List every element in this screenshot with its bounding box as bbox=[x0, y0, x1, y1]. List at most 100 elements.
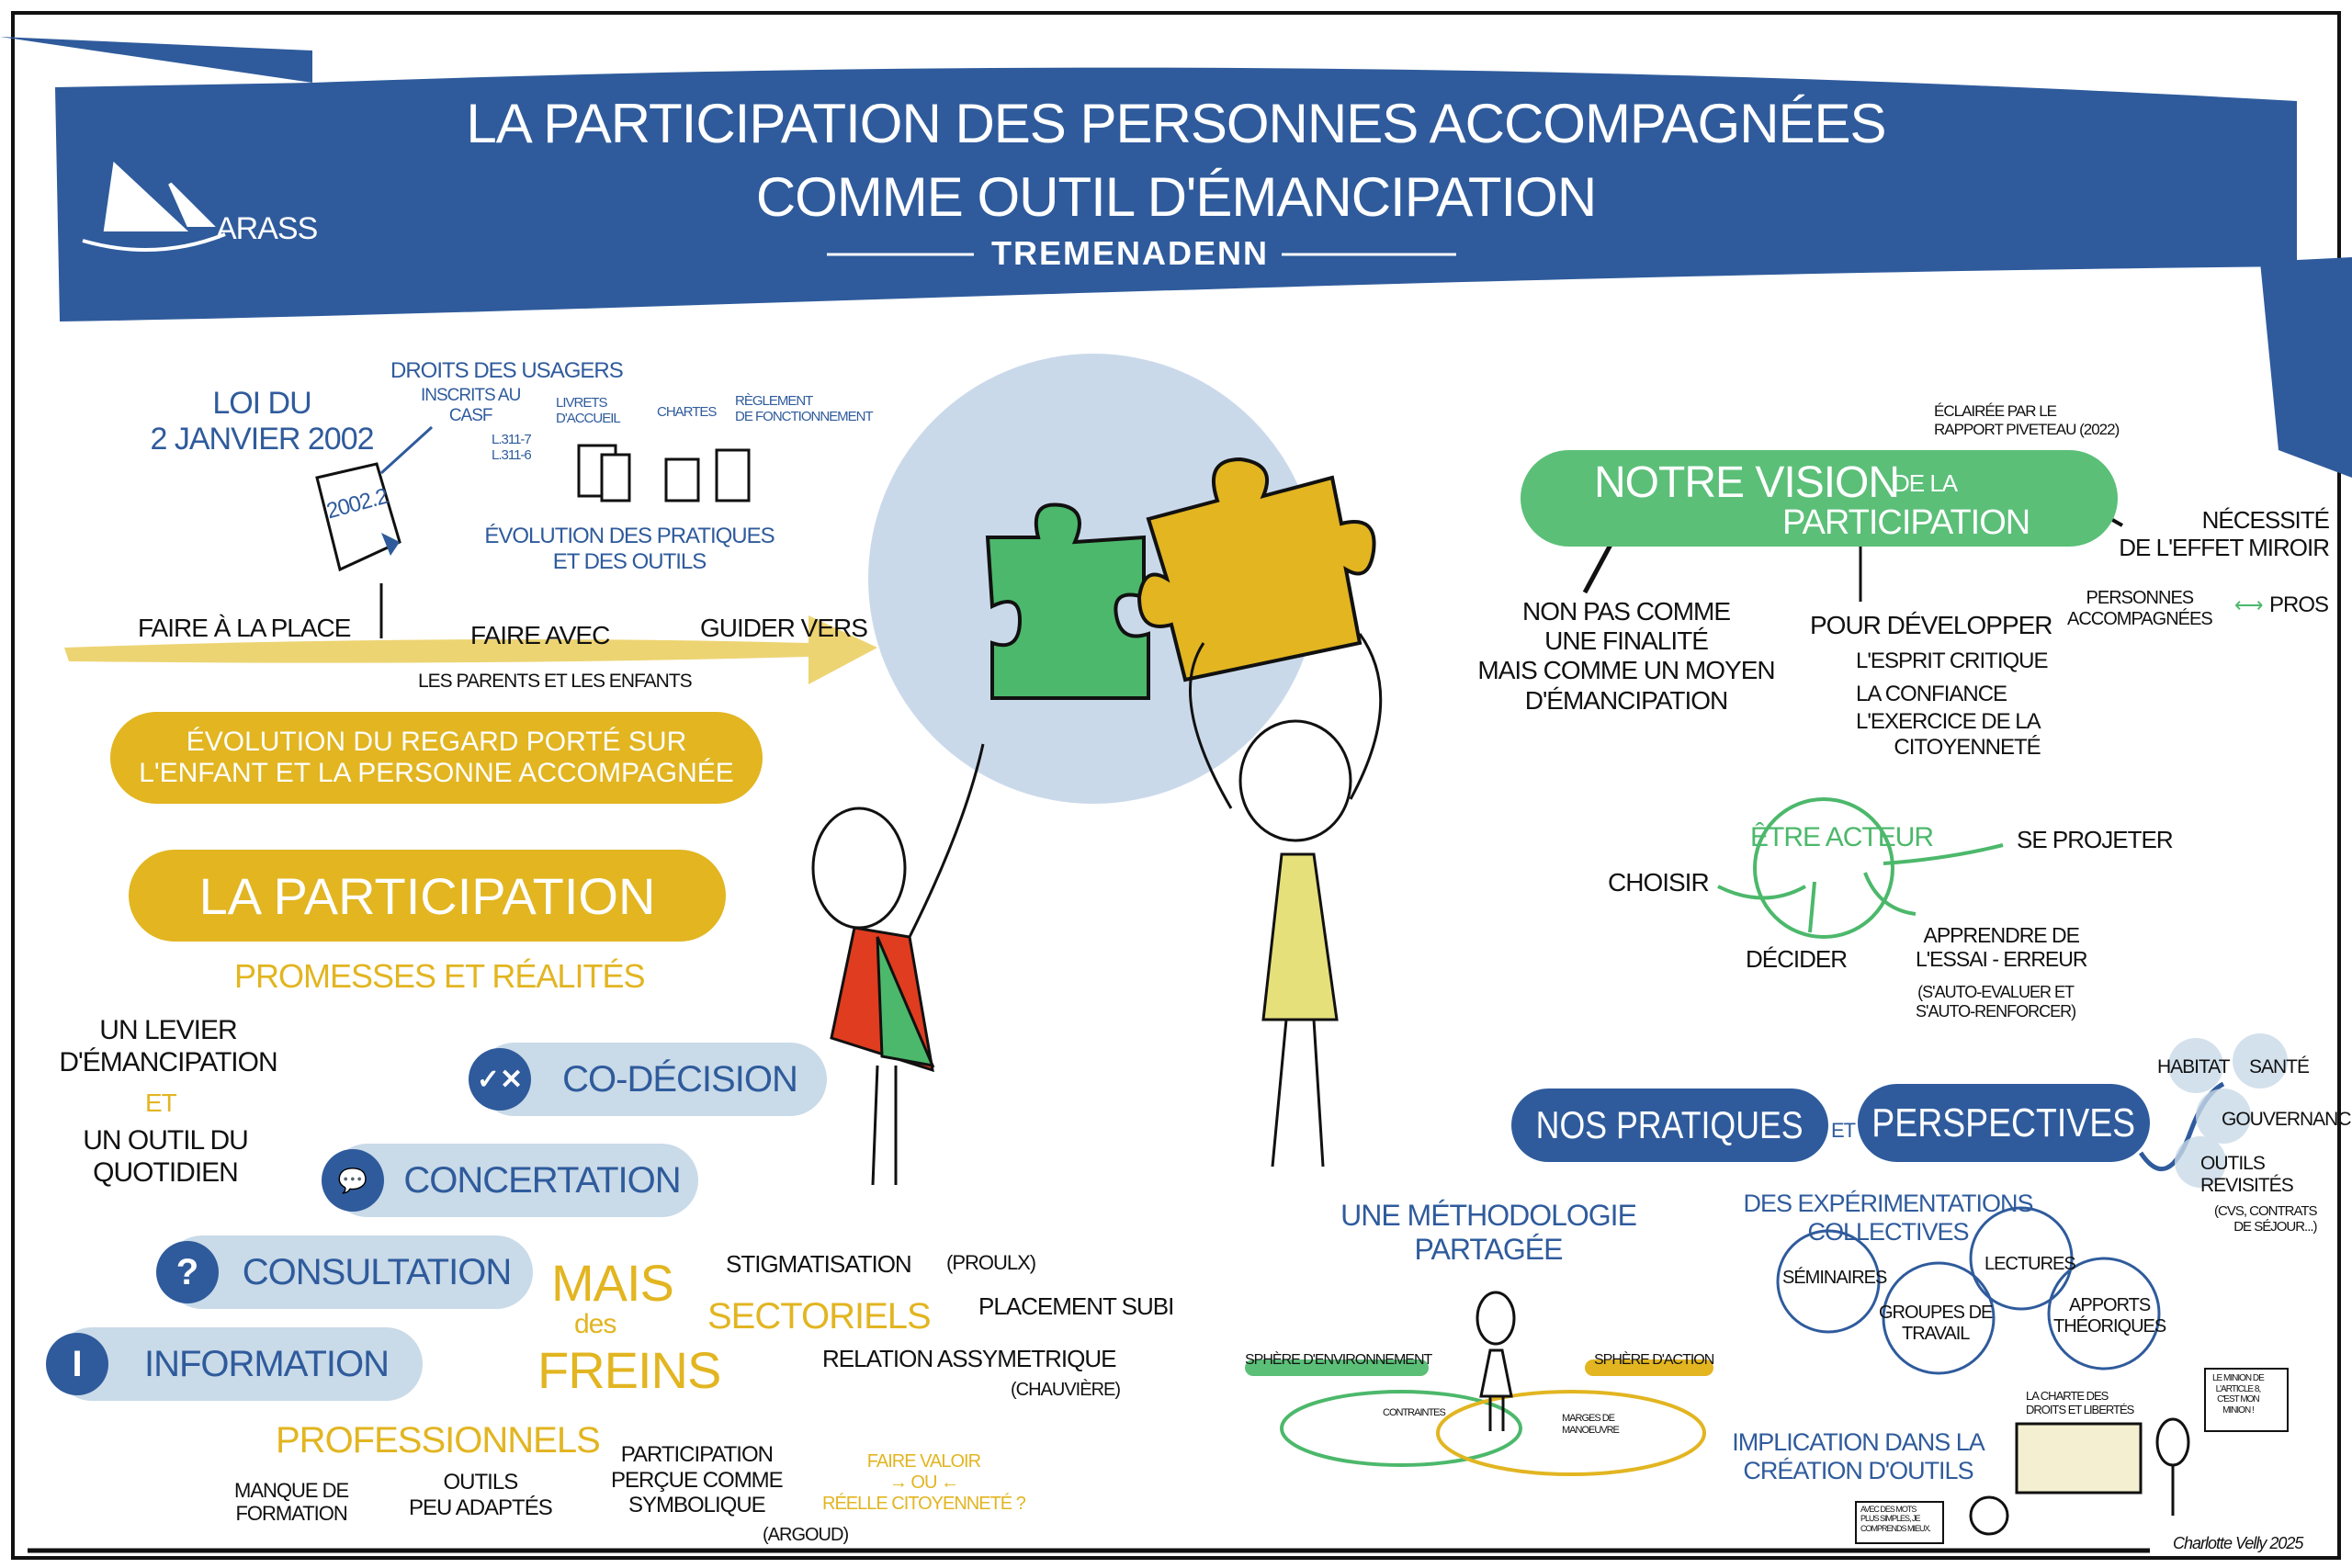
speech-bubble-1 bbox=[1855, 1501, 1944, 1544]
chartes-label: Chartes bbox=[657, 404, 717, 420]
sectoriels-label: Sectoriels bbox=[707, 1296, 932, 1337]
sphere-environment-ellipse bbox=[1280, 1390, 1522, 1467]
pratiques-et: et bbox=[1831, 1119, 1856, 1142]
rights-sub: inscrits au CASF bbox=[421, 386, 521, 425]
sect-proulx: (Proulx) bbox=[946, 1251, 1036, 1274]
marges-label: Marges de manoeuvre bbox=[1562, 1413, 1620, 1436]
title-banner bbox=[0, 37, 2297, 321]
contraintes-label: Contraintes bbox=[1383, 1407, 1446, 1418]
experimentations-label: Des expérimentations collectives bbox=[1743, 1190, 2033, 1247]
acteur-decider: Décider bbox=[1746, 945, 1848, 973]
articles: L.311-7 L.311-6 bbox=[492, 432, 532, 464]
step-concertation: Concertation bbox=[331, 1144, 698, 1217]
timeline-step-3: Guider vers bbox=[700, 614, 868, 642]
pour-item-2: la confiance bbox=[1856, 682, 2007, 706]
bubble-1-text: Avec des mots plus simples, je comprends… bbox=[1860, 1505, 1931, 1533]
step-consultation: Consultation bbox=[165, 1235, 533, 1309]
perspectives-pill: Perspectives bbox=[1858, 1084, 2150, 1162]
methodologie-label: Une méthodologie partagée bbox=[1340, 1199, 1637, 1266]
logo-text: ARASS bbox=[216, 211, 318, 246]
exp-lectures: Lectures bbox=[1984, 1254, 2076, 1274]
timeline-arrow bbox=[64, 615, 877, 684]
question-citoyennete: Faire valoir → ou ← réelle citoyenneté ? bbox=[822, 1451, 1026, 1514]
green-puzzle-piece-icon bbox=[985, 502, 1150, 700]
acteur-apprendre: Apprendre de l'essai - erreur bbox=[1916, 923, 2087, 972]
yellow-puzzle-piece-icon bbox=[1136, 457, 1376, 682]
subtitle: Tremenadenn bbox=[990, 234, 1269, 272]
evolution-label: Évolution des pratiques et des outils bbox=[484, 524, 775, 574]
pros-label: Pros bbox=[2269, 592, 2329, 617]
exp-groupes: Groupes de travail bbox=[1879, 1303, 1993, 1344]
charte-poster bbox=[2015, 1422, 2143, 1495]
domain-cvs: (CVS, contrats de séjour...) bbox=[2214, 1203, 2318, 1235]
domain-bubbles bbox=[2168, 1033, 2288, 1188]
reglement-label: Règlement de fonctionnement bbox=[735, 393, 874, 425]
et-label: et bbox=[145, 1089, 177, 1117]
info-icon: i bbox=[46, 1333, 108, 1395]
non-finalite: Non pas comme une finalité mais comme un… bbox=[1477, 597, 1775, 715]
outil-label: un outil du quotidien bbox=[83, 1125, 249, 1188]
timeline-step-2: Faire avec bbox=[470, 621, 610, 649]
signature: Charlotte Velly 2025 bbox=[2173, 1534, 2303, 1552]
prof-outils: Outils peu adaptés bbox=[409, 1470, 553, 1520]
girl-figure bbox=[811, 743, 985, 1186]
domain-habitat: Habitat bbox=[2157, 1056, 2231, 1077]
professionnels-label: Professionnels bbox=[276, 1420, 601, 1461]
sphere-action-highlight bbox=[1585, 1359, 1713, 1376]
booklets-icon bbox=[577, 444, 751, 502]
etre-acteur: Être acteur bbox=[1750, 822, 1934, 852]
sect-relation: Relation assymetrique bbox=[822, 1345, 1116, 1372]
step-co-decision-label: Co-décision bbox=[562, 1058, 798, 1100]
banner-tail bbox=[2260, 257, 2352, 478]
eclairee-label: Éclairée par le rapport Piveteau (2022) bbox=[1934, 402, 2120, 438]
step-information: Information bbox=[55, 1327, 423, 1401]
acteur-projeter: Se projeter bbox=[2017, 826, 2174, 853]
vision-title2: participation bbox=[1782, 503, 2030, 542]
exp-seminaires: Séminaires bbox=[1782, 1268, 1887, 1288]
double-arrow-icon: ⟷ bbox=[2234, 593, 2264, 616]
rights-label: Droits des usagers bbox=[390, 358, 624, 383]
regard-pill: Évolution du regard porté sur l'enfant e… bbox=[110, 712, 763, 804]
sphere-action-label: Sphère d'action bbox=[1594, 1352, 1714, 1368]
prof-formation: Manque de formation bbox=[234, 1479, 349, 1526]
law-document-icon bbox=[315, 462, 401, 572]
sphere-action-ellipse bbox=[1436, 1390, 1706, 1476]
step-concertation-label: Concertation bbox=[403, 1159, 681, 1201]
perspectives-title: Perspectives bbox=[1871, 1100, 2136, 1145]
sphere-env-highlight bbox=[1245, 1359, 1429, 1376]
domain-sante: Santé bbox=[2249, 1056, 2310, 1077]
levier-label: Un levier d'émancipation bbox=[59, 1015, 277, 1077]
domain-gouvernance: Gouvernance bbox=[2222, 1109, 2352, 1130]
frame bbox=[11, 11, 2341, 1560]
vision-pill bbox=[1521, 450, 2118, 547]
personnes-accompagnees: Personnes accompagnées bbox=[2067, 588, 2213, 629]
freins-mais: Mais bbox=[551, 1254, 674, 1312]
person-figure bbox=[1476, 1291, 1516, 1431]
effet-miroir: Nécessité de l'effet miroir bbox=[2119, 506, 2330, 561]
acteur-auto: (s'auto-evaluer et s'auto-renforcer) bbox=[1916, 983, 2076, 1021]
participation-title: La participation bbox=[129, 850, 726, 942]
domain-outils: Outils revisités bbox=[2200, 1153, 2294, 1197]
question-icon: ? bbox=[156, 1241, 219, 1303]
step-co-decision: Co-décision bbox=[478, 1043, 827, 1116]
pour-developper: Pour développer bbox=[1810, 611, 2053, 639]
bubble-2-text: Le minion de l'article 8, c'est mon mini… bbox=[2212, 1373, 2265, 1416]
vision-title-small: de la bbox=[1893, 469, 1958, 497]
pour-item-3: l'exercice de la citoyenneté bbox=[1856, 709, 2041, 760]
law-label: Loi du 2 janvier 2002 bbox=[150, 386, 374, 457]
acteur-choisir: Choisir bbox=[1608, 868, 1710, 897]
timeline-note: les parents et les enfants bbox=[418, 671, 693, 692]
experimentation-circles bbox=[1776, 1206, 2161, 1375]
pour-item-1: l'esprit critique bbox=[1856, 649, 2049, 673]
charte-label: La charte des droits et libertés bbox=[2026, 1389, 2134, 1416]
vision-title: Notre vision bbox=[1594, 458, 1900, 507]
main-title-line1: La participation des personnes accompagn… bbox=[466, 93, 1886, 154]
freins-title: Freins bbox=[537, 1341, 721, 1399]
sect-placement: Placement subi bbox=[978, 1292, 1174, 1320]
prof-participation: Participation perçue comme symbolique bbox=[611, 1442, 784, 1518]
exp-apports: Apports théoriques bbox=[2053, 1295, 2166, 1337]
sect-stigmatisation: Stigmatisation bbox=[726, 1250, 912, 1278]
timeline-step-1: Faire à la place bbox=[138, 614, 351, 642]
